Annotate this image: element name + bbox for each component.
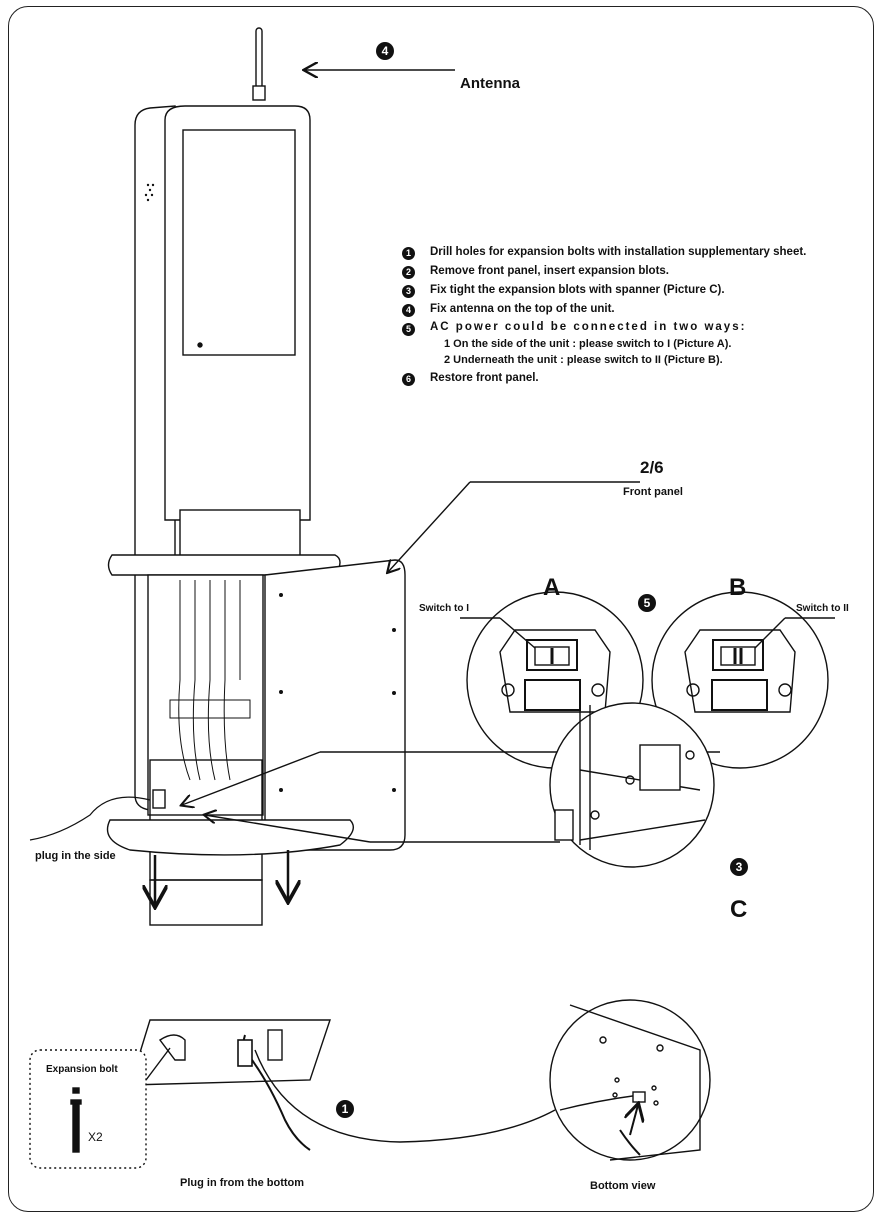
- expansion-bolt-quantity: X2: [88, 1130, 103, 1144]
- bottom-plug-icon: [237, 1039, 253, 1067]
- step-2-number: 2: [402, 266, 415, 279]
- plug-in-side-label: plug in the side: [35, 850, 116, 862]
- step-3-text: Fix tight the expansion blots with spann…: [430, 284, 725, 296]
- step-5-text: AC power could be connected in two ways:: [430, 321, 747, 333]
- picture-c-detail: [549, 702, 715, 868]
- plug-in-bottom-label: Plug in from the bottom: [180, 1177, 305, 1189]
- expansion-bolt-title: Expansion bolt: [46, 1064, 118, 1075]
- screen: [182, 129, 296, 356]
- step-5-sub-1: 1 On the side of the unit : please switc…: [444, 338, 732, 350]
- power-step-number: 5: [638, 594, 656, 612]
- drill-step-number: 1: [336, 1100, 354, 1118]
- antenna-step-number: 4: [376, 42, 394, 60]
- bottom-view-label: Bottom view: [590, 1180, 656, 1192]
- bottom-view-detail: [549, 999, 711, 1161]
- expansion-bolt-box: [29, 1049, 147, 1169]
- picture-a-letter: A: [543, 574, 561, 601]
- step-6-number: 6: [402, 373, 415, 386]
- picture-a-detail: [460, 591, 644, 769]
- picture-a-switch-label: Switch to I: [419, 603, 469, 614]
- picture-b-letter: B: [729, 574, 747, 601]
- step-2-text: Remove front panel, insert expansion blo…: [430, 265, 669, 277]
- expansion-bolt-icon: [70, 1087, 82, 1153]
- picture-b-switch-label: Switch to II: [796, 603, 849, 614]
- step-4-number: 4: [402, 304, 415, 317]
- kiosk-unit: [29, 105, 406, 926]
- picture-c-letter: C: [730, 896, 748, 923]
- step-1-number: 1: [402, 247, 415, 260]
- antenna-label: Antenna: [460, 75, 520, 92]
- step-4-text: Fix antenna on the top of the unit.: [430, 303, 615, 315]
- step-5-number: 5: [402, 323, 415, 336]
- step-6-text: Restore front panel.: [430, 372, 539, 384]
- picture-c-step-number: 3: [730, 858, 748, 876]
- installation-sheet: [129, 1019, 331, 1086]
- diagram-frame: [8, 6, 874, 1212]
- front-panel: [264, 559, 406, 851]
- front-panel-number: 2/6: [640, 458, 664, 477]
- antenna-icon: [252, 27, 266, 101]
- speaker-icon: [144, 183, 155, 202]
- side-power-socket: [152, 789, 166, 809]
- front-panel-label: Front panel: [623, 486, 683, 498]
- step-5-sub-2: 2 Underneath the unit : please switch to…: [444, 354, 723, 366]
- picture-b-detail: [651, 591, 835, 769]
- step-1-text: Drill holes for expansion bolts with ins…: [430, 246, 807, 258]
- step-3-number: 3: [402, 285, 415, 298]
